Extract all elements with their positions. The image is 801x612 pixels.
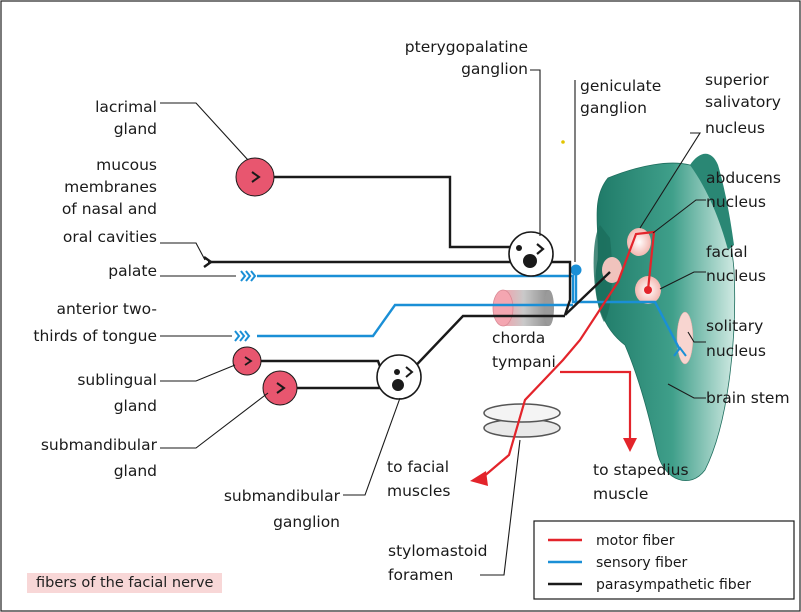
- to-facial-arrowhead: [470, 471, 488, 486]
- legend-label-sensory: sensory fiber: [596, 555, 687, 571]
- label-to-stapedius-1: to stapedius: [593, 461, 689, 479]
- lacrimal-gland: [236, 158, 274, 196]
- pterygopalatine-ganglion: [509, 232, 553, 276]
- label-mucous-4: oral cavities: [63, 228, 157, 246]
- label-mucous-1: mucous: [96, 156, 157, 174]
- label-lacrimal-2: gland: [114, 120, 157, 138]
- label-solitary-2: nucleus: [706, 342, 766, 360]
- label-chorda-1: chorda: [492, 329, 545, 347]
- label-to-stapedius-2: muscle: [593, 485, 648, 503]
- label-pterygopalatine-1: pterygopalatine: [405, 38, 528, 56]
- legend: motor fiber sensory fiber parasympatheti…: [534, 521, 794, 599]
- facial-nucleus-dot: [644, 286, 652, 294]
- label-superior-3: nucleus: [705, 119, 765, 137]
- label-to-facial-1: to facial: [387, 458, 449, 476]
- label-abducens-1: abducens: [706, 169, 781, 187]
- label-submandibular-gland-2: gland: [114, 462, 157, 480]
- label-chorda-2: tympani: [492, 353, 556, 371]
- submandibular-gland: [263, 371, 297, 405]
- legend-label-motor: motor fiber: [596, 533, 675, 549]
- label-submandibular-gland-1: submandibular: [41, 436, 158, 454]
- sublingual-gland: [233, 347, 261, 375]
- label-facial-2: nucleus: [706, 267, 766, 285]
- label-solitary-1: solitary: [706, 317, 763, 335]
- label-lacrimal-1: lacrimal: [95, 98, 157, 116]
- label-to-facial-2: muscles: [387, 482, 450, 500]
- legend-label-parasympathetic: parasympathetic fiber: [596, 577, 751, 593]
- label-stylomastoid-2: foramen: [388, 566, 453, 584]
- label-brain-stem: brain stem: [706, 389, 790, 407]
- label-pterygopalatine-2: ganglion: [461, 60, 528, 78]
- marker-dot: [561, 140, 565, 144]
- figure-caption: fibers of the facial nerve: [27, 573, 222, 593]
- submandibular-ganglion: [377, 355, 421, 399]
- label-sublingual-2: gland: [114, 397, 157, 415]
- label-superior-2: salivatory: [705, 93, 781, 111]
- mucous-ending: [204, 257, 211, 267]
- chorda-tympani-cylinder: [493, 290, 554, 326]
- label-stylomastoid-1: stylomastoid: [388, 542, 488, 560]
- label-mucous-3: of nasal and: [62, 200, 157, 218]
- geniculate-ganglion-dot: [571, 265, 582, 276]
- label-geniculate-2: ganglion: [580, 99, 647, 117]
- to-stapedius-arrowhead: [623, 438, 637, 452]
- label-sublingual-1: sublingual: [77, 371, 157, 389]
- label-mucous-2: membranes: [64, 178, 157, 196]
- label-geniculate-1: geniculate: [580, 77, 661, 95]
- label-abducens-2: nucleus: [706, 193, 766, 211]
- label-submandibular-ganglion-1: submandibular: [224, 487, 341, 505]
- label-facial-1: facial: [706, 243, 748, 261]
- label-superior-1: superior: [705, 71, 769, 89]
- label-submandibular-ganglion-2: ganglion: [273, 513, 340, 531]
- label-palate: palate: [108, 262, 157, 280]
- label-tongue-2: thirds of tongue: [33, 327, 157, 345]
- label-tongue-1: anterior two-: [56, 300, 157, 318]
